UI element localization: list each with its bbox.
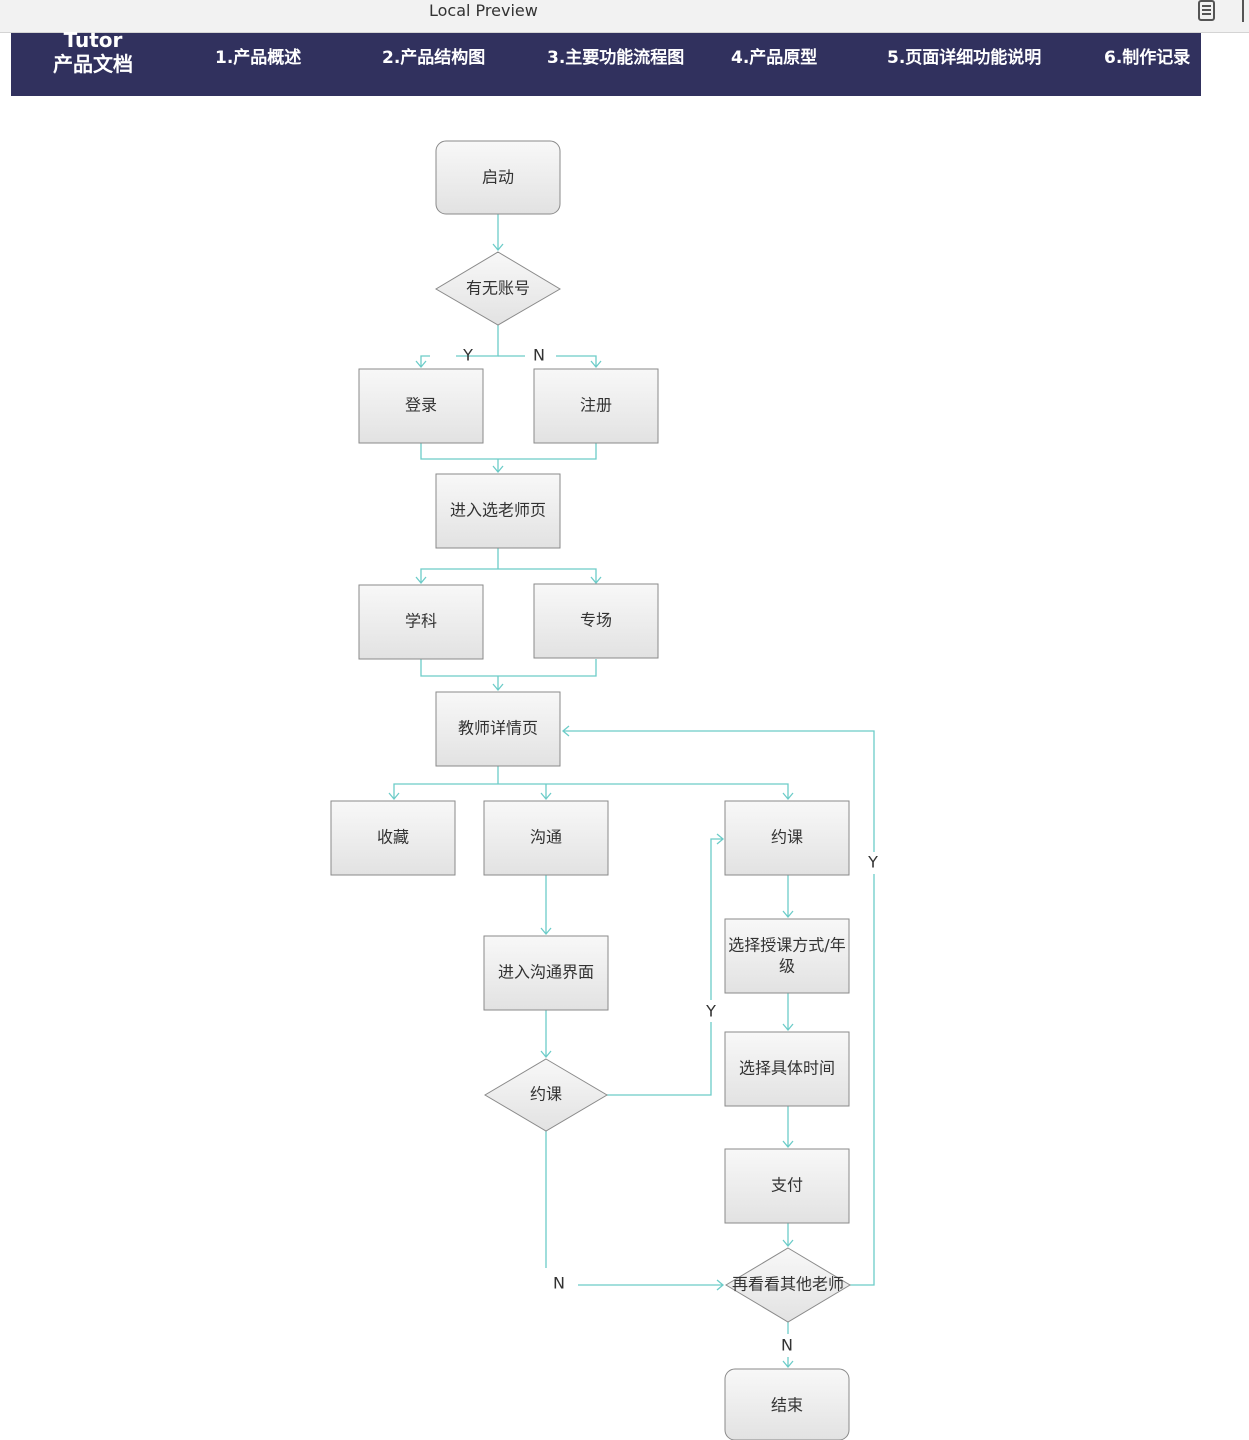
node-book-lesson: 约课 xyxy=(724,800,850,876)
node-pay: 支付 xyxy=(724,1148,850,1224)
node-login-label: 登录 xyxy=(405,396,437,415)
window-title: Local Preview xyxy=(429,1,538,20)
node-select-mode-label-line2: 级 xyxy=(779,957,795,976)
decision-book: 约课 xyxy=(484,1058,608,1132)
flow-edges xyxy=(393,214,875,1367)
window-titlebar: Local Preview xyxy=(0,0,1249,33)
nav-records[interactable]: 6.制作记录 xyxy=(1104,48,1191,68)
decision-has-account: 有无账号 xyxy=(435,251,561,326)
edge-label-no-end: N xyxy=(781,1336,793,1355)
node-start: 启动 xyxy=(435,140,561,215)
node-select-time: 选择具体时间 xyxy=(724,1031,850,1107)
brand-name: Tutor xyxy=(63,28,123,52)
node-communicate: 沟通 xyxy=(483,800,609,876)
node-favorite: 收藏 xyxy=(330,800,456,876)
node-book-lesson-label: 约课 xyxy=(771,828,803,847)
node-select-teacher-page: 进入选老师页 xyxy=(435,473,561,549)
edge-label-no-register: N xyxy=(533,346,545,365)
node-teacher-detail: 教师详情页 xyxy=(435,691,561,767)
nav-flowchart[interactable]: 3.主要功能流程图 xyxy=(547,48,685,68)
node-pay-label: 支付 xyxy=(771,1176,803,1195)
decision-book-label: 约课 xyxy=(530,1085,562,1104)
brand-subtitle: 产品文档 xyxy=(53,52,133,76)
node-end: 结束 xyxy=(724,1368,850,1440)
nav-prototype[interactable]: 4.产品原型 xyxy=(731,48,818,68)
node-end-label: 结束 xyxy=(771,1396,803,1415)
node-special: 专场 xyxy=(533,583,659,659)
node-select-time-label: 选择具体时间 xyxy=(739,1059,835,1078)
nav-structure[interactable]: 2.产品结构图 xyxy=(382,48,486,68)
flow-arrowheads xyxy=(388,243,794,1369)
node-select-mode-label-line1: 选择授课方式/年 xyxy=(728,936,845,955)
node-select-teacher-page-label: 进入选老师页 xyxy=(450,501,546,520)
node-register: 注册 xyxy=(533,368,659,444)
decision-see-other-label: 再看看其他老师 xyxy=(732,1275,844,1294)
brand-logo[interactable]: Tutor 产品文档 xyxy=(41,28,145,76)
decision-see-other: 再看看其他老师 xyxy=(725,1247,851,1323)
node-special-label: 专场 xyxy=(580,611,612,630)
window-edge xyxy=(1242,0,1244,22)
node-enter-chat-label: 进入沟通界面 xyxy=(498,963,594,982)
node-favorite-label: 收藏 xyxy=(377,828,409,847)
nav-overview[interactable]: 1.产品概述 xyxy=(215,48,302,68)
node-communicate-label: 沟通 xyxy=(530,828,562,847)
document-list-icon[interactable] xyxy=(1195,0,1217,22)
node-select-mode: 选择授课方式/年 级 xyxy=(724,918,850,994)
node-subject: 学科 xyxy=(358,584,484,660)
node-teacher-detail-label: 教师详情页 xyxy=(458,719,538,738)
edge-label-yes-book: Y xyxy=(705,1002,716,1021)
node-register-label: 注册 xyxy=(580,396,612,415)
edge-label-yes-login: Y xyxy=(462,346,473,365)
node-subject-label: 学科 xyxy=(405,612,437,631)
doc-navbar: Tutor 产品文档 1.产品概述 2.产品结构图 3.主要功能流程图 4.产品… xyxy=(11,28,1201,96)
decision-has-account-label: 有无账号 xyxy=(466,279,530,298)
node-login: 登录 xyxy=(358,368,484,444)
edge-label-yes-loop: Y xyxy=(867,853,878,872)
edge-label-no-book: N xyxy=(553,1274,565,1293)
node-start-label: 启动 xyxy=(482,168,514,187)
node-enter-chat: 进入沟通界面 xyxy=(483,935,609,1011)
nav-page-details[interactable]: 5.页面详细功能说明 xyxy=(887,48,1042,68)
